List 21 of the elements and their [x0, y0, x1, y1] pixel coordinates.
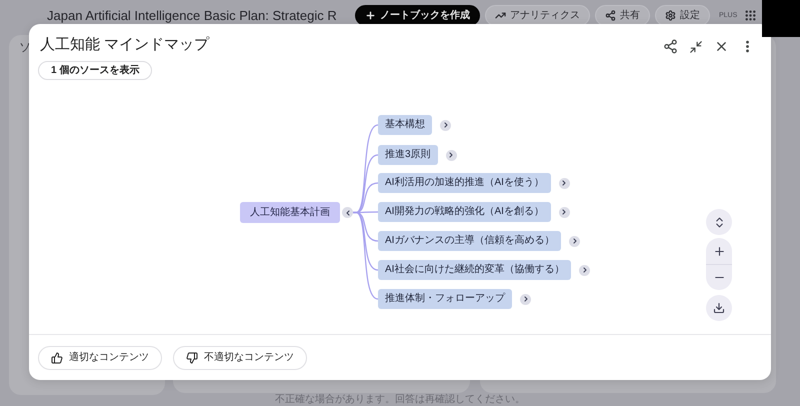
topic-node: AI開発力の戦略的強化（AIを創る） — [378, 202, 551, 222]
thumbs-down-button: 不適切なコンテンツ — [173, 346, 307, 370]
settings-button: 設定 — [655, 5, 710, 26]
connector-line — [353, 212, 378, 300]
disclaimer-text: 不正確な場合があります。回答は再確認してください。 — [275, 394, 525, 405]
chevron-left-icon — [342, 207, 353, 218]
topic-node: 推進3原則 — [378, 145, 438, 165]
topic-node: AI利活用の加速的推進（AIを使う） — [378, 173, 551, 193]
central-topic-node: 人工知能基本計画 — [240, 202, 340, 223]
create-notebook-button: ノートブックを作成 — [355, 5, 480, 26]
topic-node: 基本構想 — [378, 115, 432, 135]
panel-tab-title: ソ — [19, 40, 31, 54]
show-sources-button: 1 個のソースを表示 — [38, 61, 152, 80]
notebook-title: Japan Artificial Intelligence Basic Plan: Strategic R — [47, 8, 337, 24]
analytics-button: アナリティクス — [485, 5, 590, 26]
topic-node: AI社会に向けた継続的変革（協働する） — [378, 260, 572, 280]
dialog-title: 人工知能 マインドマップ — [40, 36, 210, 54]
share-button: 共有 — [595, 5, 650, 26]
topic-node: AIガバナンスの主導（信頼を高める） — [378, 231, 562, 251]
thumbs-up-button: 適切なコンテンツ — [38, 346, 162, 370]
topic-node: 推進体制・フォローアップ — [378, 289, 512, 309]
